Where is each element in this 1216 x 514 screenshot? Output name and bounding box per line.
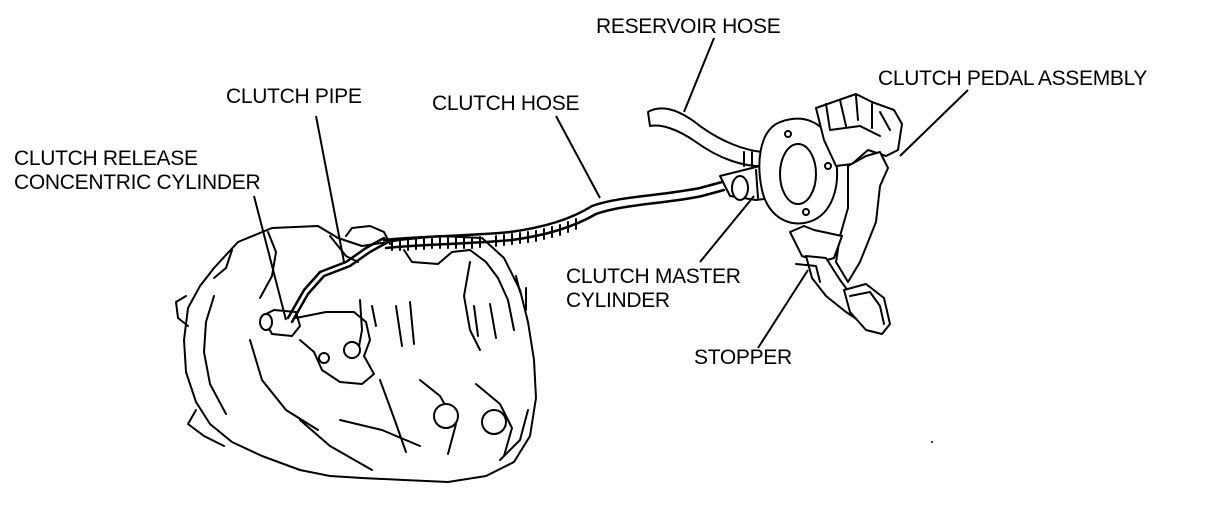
leader-stopper <box>757 269 809 349</box>
clutch-release-cylinder <box>259 309 375 385</box>
label-reservoir-hose: RESERVOIR HOSE <box>596 15 781 38</box>
leader-clutch-pedal-assembly <box>899 89 969 157</box>
label-clutch-release-line2: CONCENTRIC CYLINDER <box>14 171 261 194</box>
leader-lines <box>253 37 969 349</box>
label-clutch-master-line2: CYLINDER <box>566 289 670 312</box>
label-clutch-pipe: CLUTCH PIPE <box>226 85 362 108</box>
label-clutch-hose: CLUTCH HOSE <box>432 92 580 115</box>
label-clutch-pedal-assembly: CLUTCH PEDAL ASSEMBLY <box>878 67 1148 90</box>
clutch-hose <box>382 180 726 251</box>
leader-clutch-release <box>253 195 287 321</box>
label-clutch-release-concentric-cylinder: CLUTCH RELEASE CONCENTRIC CYLINDER <box>14 147 261 195</box>
clutch-pipe <box>286 236 390 324</box>
leader-clutch-pipe <box>315 115 345 263</box>
label-clutch-release-line1: CLUTCH RELEASE <box>14 147 198 170</box>
leader-clutch-master <box>699 195 755 263</box>
reservoir-hose <box>647 107 769 168</box>
stray-dot <box>931 441 933 443</box>
label-clutch-master-line1: CLUTCH MASTER <box>566 265 741 288</box>
leader-clutch-hose <box>555 115 601 199</box>
clutch-pedal-assembly <box>758 93 903 335</box>
label-stopper: STOPPER <box>694 346 792 369</box>
label-clutch-master-cylinder: CLUTCH MASTER CYLINDER <box>566 265 741 313</box>
leader-reservoir-hose <box>683 37 715 113</box>
